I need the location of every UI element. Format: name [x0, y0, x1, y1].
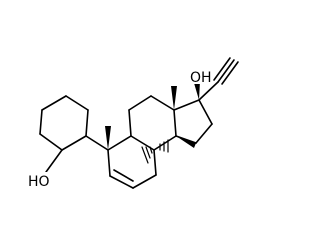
- bond-c8-c9: [153, 149, 157, 176]
- ethynyl-triple-1: [217, 59, 235, 83]
- ring-a: [39, 95, 89, 151]
- bond-c16-c15: [195, 123, 213, 144]
- atom-labels: HO OH: [28, 68, 212, 190]
- bond-c5-c10: [65, 95, 89, 111]
- hashed-bond-c9: [141, 146, 153, 164]
- ring-c: [128, 95, 177, 151]
- bond-c10-c5: [107, 135, 132, 151]
- bond-c4-c5: [85, 109, 89, 137]
- hydroxyl-label-c3: HO: [28, 174, 50, 190]
- bond-c5-c6: [107, 149, 111, 177]
- bond-c13-c17: [173, 99, 200, 111]
- bond-c17-ethynyl: [198, 81, 219, 101]
- hydroxyl-wedge-c17: [194, 81, 200, 100]
- ethynyl-triple-3: [221, 61, 239, 85]
- bond-c2-c3: [39, 133, 63, 151]
- bond-c17-c16: [198, 99, 213, 125]
- bond-c6-c7-double-b: [113, 169, 134, 182]
- bond-c4-c5b: [85, 135, 109, 151]
- bond-c12-c13: [150, 95, 175, 111]
- bond-c10-c1: [41, 95, 67, 111]
- h-wedge-c14: [176, 136, 196, 148]
- methyl-wedge-c13: [171, 86, 177, 110]
- bond-c7-c8: [132, 174, 157, 189]
- bond-c14-c8: [153, 135, 177, 151]
- bond-c9-c11: [128, 109, 132, 137]
- hashed-bond-c8: [159, 139, 169, 153]
- bond-c6-c7-double-a: [109, 175, 134, 189]
- steroid-structure-diagram: HO OH: [28, 57, 239, 190]
- bond-c11-c12: [128, 95, 152, 111]
- hydroxyl-label-c17: OH: [190, 70, 212, 86]
- ring-d: [173, 99, 213, 144]
- bond-c3-c4: [61, 135, 87, 151]
- ring-b: [85, 135, 157, 189]
- substituents: [45, 57, 239, 173]
- ethynyl-triple-2: [213, 57, 231, 81]
- bond-c13-c14: [173, 109, 177, 137]
- bond-c1-c2: [39, 109, 43, 135]
- methyl-wedge-c10: [105, 126, 111, 150]
- label-bg-oh: [190, 68, 212, 84]
- bond-c3-o: [45, 149, 63, 173]
- label-bg-ho: [28, 172, 48, 188]
